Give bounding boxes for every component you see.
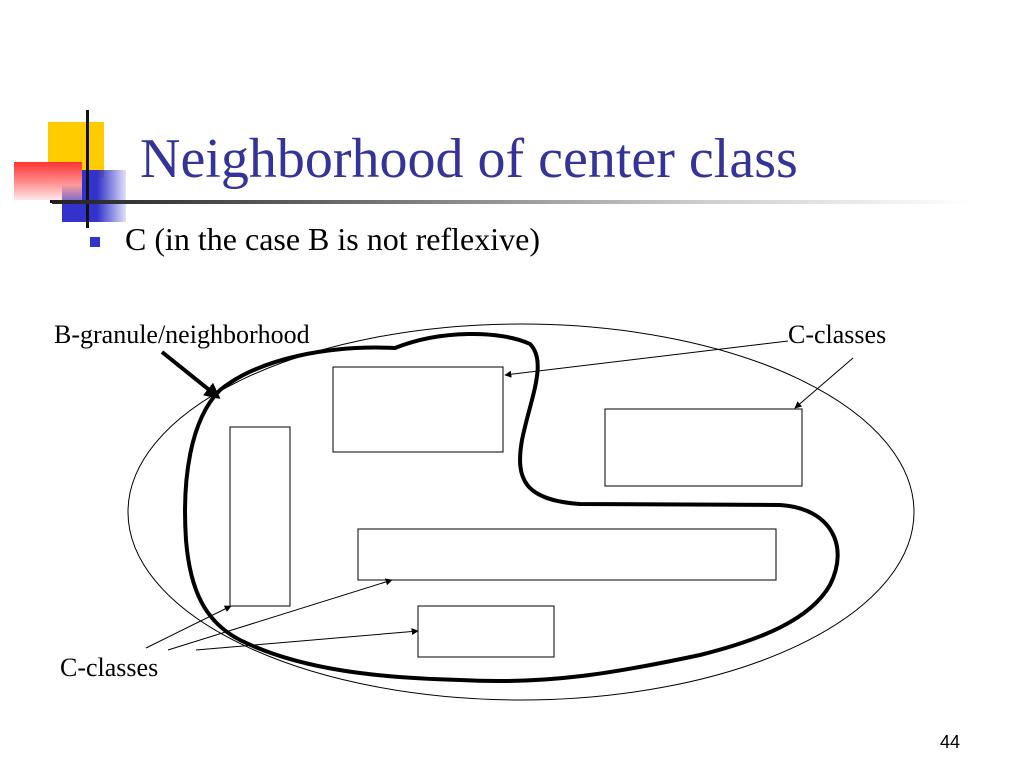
cclasses-top-arrow-2: [794, 357, 854, 409]
c-class-rect-tall: [229, 426, 291, 607]
decor-red-square: [14, 162, 82, 200]
granule-arrow: [160, 350, 221, 400]
title-underline: [52, 200, 972, 204]
bullet-text: C (in the case B is not reflexive): [125, 221, 540, 257]
c-class-rect-right: [604, 408, 803, 487]
page-number: 44: [940, 732, 961, 752]
cclasses-bottom-arrow-2: [167, 578, 393, 651]
bullet-marker: [90, 237, 100, 247]
cclasses-top-arrow-1: [504, 340, 789, 378]
cclasses-bottom-arrow-3: [195, 628, 419, 651]
neighborhood-boundary: [183, 332, 840, 684]
slide-title: Neighborhood of center class: [140, 128, 798, 190]
c-class-rect-small: [417, 605, 555, 658]
label-c-classes-bottom: C-classes: [60, 653, 159, 682]
label-c-classes-top: C-classes: [788, 320, 887, 349]
label-granule-neighborhood: B-granule/neighborhood: [54, 320, 310, 349]
universe-ellipse: [127, 323, 915, 701]
decor-vertical-line: [86, 110, 89, 228]
c-class-rect-top: [332, 366, 504, 453]
c-class-rect-wide: [357, 528, 777, 581]
cclasses-bottom-arrow-1: [145, 605, 232, 649]
